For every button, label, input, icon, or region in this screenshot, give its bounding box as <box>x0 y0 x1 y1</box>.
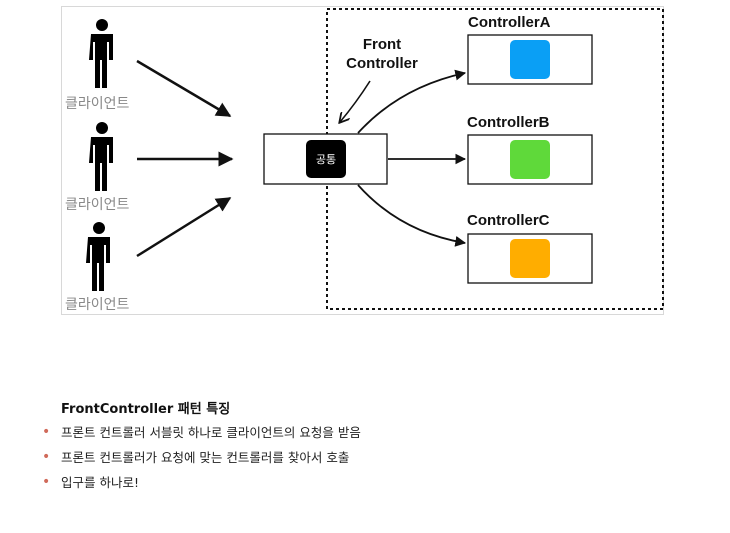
list-item: • 프론트 컨트롤러 서블릿 하나로 클라이언트의 요청을 받음 <box>42 420 361 445</box>
bullet-icon: • <box>42 424 51 440</box>
client-arrow <box>136 196 232 258</box>
controller-c-label: ControllerC <box>467 212 550 229</box>
client-arrow <box>136 59 232 118</box>
features-title: FrontController 패턴 특징 <box>61 402 231 417</box>
controller-b-block <box>510 140 550 179</box>
controller-c-block <box>510 239 550 278</box>
bullet-icon: • <box>42 474 51 490</box>
front-controller-diagram: 클라이언트 클라이언트 클라이언트 Front Controller 공통 Co… <box>61 6 664 315</box>
features-list: • 프론트 컨트롤러 서블릿 하나로 클라이언트의 요청을 받음 • 프론트 컨트롤… <box>42 420 361 495</box>
feature-text: 프론트 컨트롤러 서블릿 하나로 클라이언트의 요청을 받음 <box>61 425 361 440</box>
feature-text: 프론트 컨트롤러가 요청에 맞는 컨트롤러를 찾아서 호출 <box>61 450 350 465</box>
common-block <box>306 140 346 178</box>
client-person-icon <box>86 222 110 291</box>
client-person-icon <box>89 19 113 88</box>
list-item: • 프론트 컨트롤러가 요청에 맞는 컨트롤러를 찾아서 호출 <box>42 445 361 470</box>
client-label: 클라이언트 <box>65 197 130 213</box>
feature-text: 입구를 하나로! <box>61 475 139 490</box>
common-label: 공통 <box>315 153 337 166</box>
list-item: • 입구를 하나로! <box>42 470 361 495</box>
bullet-icon: • <box>42 449 51 465</box>
controller-b-label: ControllerB <box>467 114 550 131</box>
client-label: 클라이언트 <box>65 96 130 112</box>
dispatch-arrow-a <box>357 69 467 134</box>
front-controller-label-line1: Front <box>362 36 402 53</box>
front-controller-callout-arrow <box>340 80 371 122</box>
client-label: 클라이언트 <box>65 297 130 313</box>
controller-a-block <box>510 40 550 79</box>
front-controller-label: Front Controller <box>334 35 430 73</box>
dispatch-arrow-c <box>357 184 467 247</box>
client-person-icon <box>89 122 113 191</box>
diagram-canvas <box>86 8 664 310</box>
controller-a-label: ControllerA <box>468 14 551 31</box>
front-controller-label-line2: Controller <box>346 55 418 72</box>
